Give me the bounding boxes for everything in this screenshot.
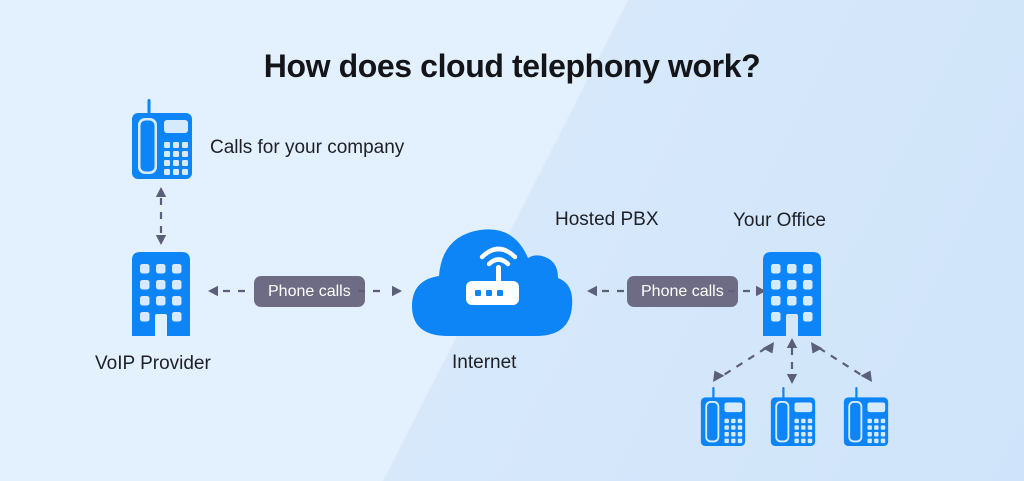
provider-to-cloud-connector-right: [356, 283, 404, 299]
desk-phone-icon-1: [697, 387, 749, 449]
voip-provider-label: VoIP Provider: [95, 353, 211, 374]
office-to-phone-2-connector: [782, 336, 802, 386]
cloud-to-office-connector: [585, 283, 627, 299]
page-title: How does cloud telephony work?: [263, 48, 761, 84]
internet-label: Internet: [452, 352, 517, 373]
cloud-router-icon: [406, 218, 576, 336]
provider-to-cloud-connector: [206, 283, 254, 299]
phone-to-provider-connector: [150, 185, 172, 247]
office-to-phone-3-connector: [805, 336, 885, 386]
incoming-calls-caption: Calls for your company: [210, 137, 405, 158]
desk-phone-icon-2: [767, 387, 819, 449]
phone-calls-pill-left: Phone calls: [254, 276, 365, 307]
office-building-icon-your-office: [757, 252, 827, 336]
desk-phone-icon: [127, 99, 197, 183]
desk-phone-icon-3: [840, 387, 892, 449]
cloud-to-office-connector-right: [726, 283, 768, 299]
your-office-label: Your Office: [733, 210, 826, 231]
hosted-pbx-label: Hosted PBX: [555, 209, 659, 230]
office-building-icon: [126, 252, 196, 336]
office-to-phone-1-connector: [700, 336, 780, 386]
phone-calls-pill-right: Phone calls: [627, 276, 738, 307]
